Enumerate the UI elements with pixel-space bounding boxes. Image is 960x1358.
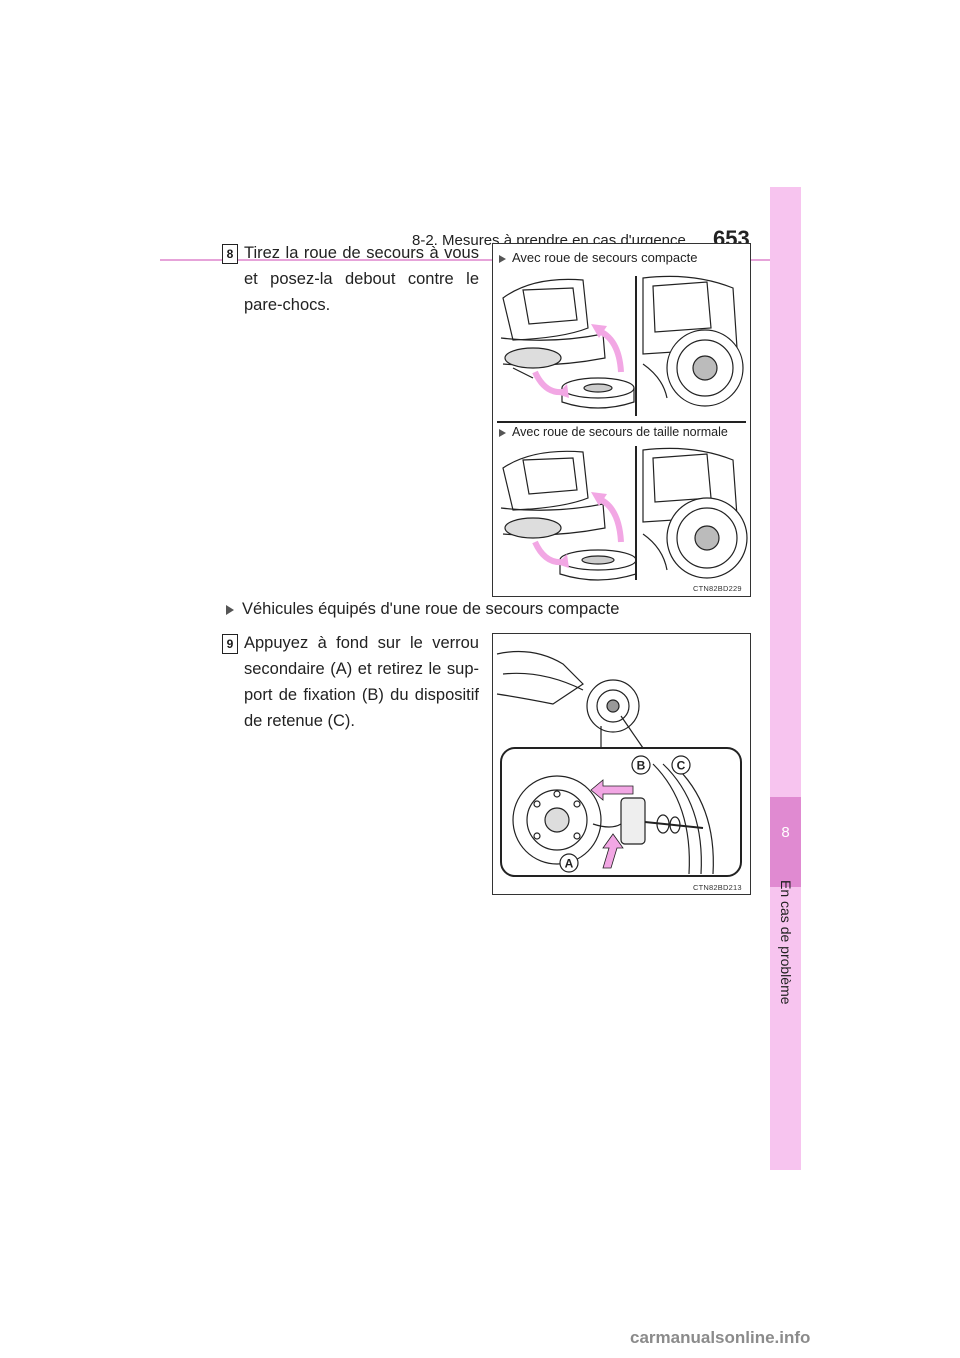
- figure-caption-compact: Avec roue de secours compacte: [499, 250, 697, 265]
- triangle-bullet-icon: [226, 604, 234, 615]
- step-9-text: Appuyez à fond sur le verrou secondaire …: [244, 634, 479, 730]
- chapter-number-tab: [770, 797, 801, 887]
- triangle-bullet-icon: [499, 428, 506, 437]
- figure-divider: [497, 421, 746, 423]
- figure-caption-full-size: Avec roue de secours de taille normale: [499, 425, 728, 439]
- chapter-title: En cas de problème: [774, 880, 796, 1060]
- bracket-release-illustration: B C A: [496, 650, 742, 877]
- figure-bracket-release: B C A CTN82BD213: [492, 633, 751, 895]
- figure-spare-tire-removal: Avec roue de secours compacte: [492, 243, 751, 597]
- figure-code: CTN82BD213: [693, 883, 742, 892]
- label-b: B: [637, 759, 646, 773]
- triangle-bullet-icon: [499, 254, 506, 263]
- chapter-number: 8: [781, 824, 790, 841]
- figure-code: CTN82BD229: [693, 584, 742, 593]
- chapter-side-tab: [770, 187, 801, 1170]
- step-8-text: Tirez la roue de secours à vous et posez…: [244, 244, 479, 314]
- step-8-badge: 8: [222, 244, 238, 264]
- chapter-title-text: En cas de problème: [778, 880, 794, 1005]
- step-9-badge: 9: [222, 634, 238, 654]
- label-a: A: [565, 857, 574, 871]
- condition-line: Véhicules équipés d'une roue de secours …: [226, 600, 619, 619]
- full-size-spare-illustration: [500, 446, 748, 581]
- watermark: carmanualsonline.info: [630, 1328, 811, 1347]
- label-c: C: [677, 759, 686, 773]
- compact-spare-illustration: [500, 275, 744, 416]
- header-divider: [160, 259, 800, 261]
